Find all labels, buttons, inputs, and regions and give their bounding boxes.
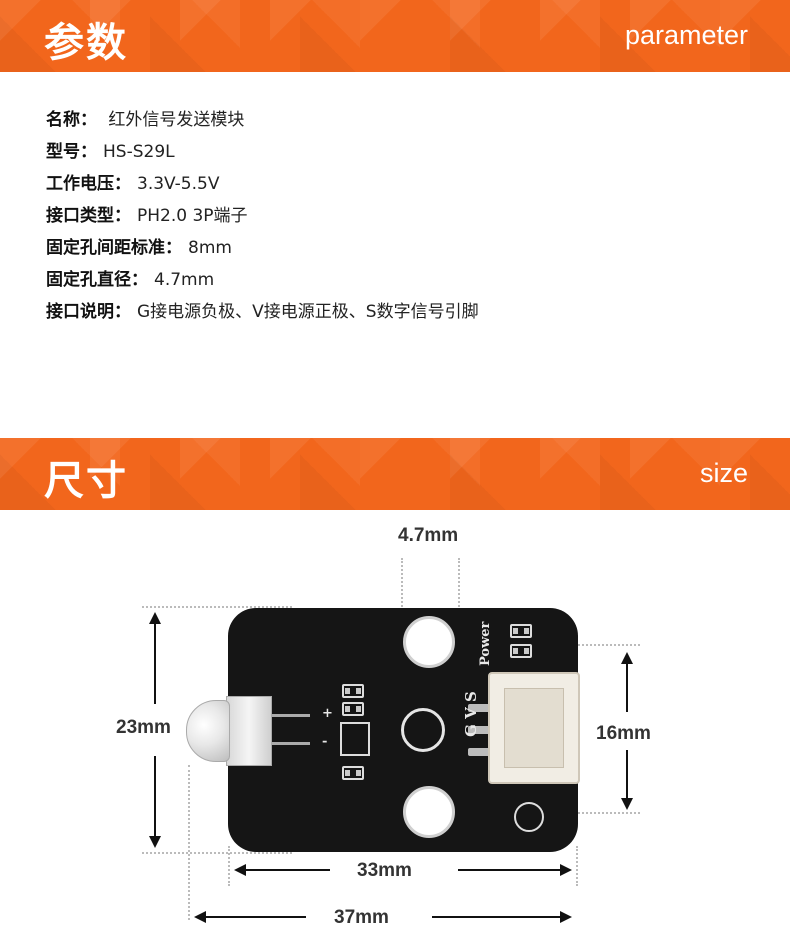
size-banner: 尺寸 size — [0, 438, 790, 510]
parameter-list: 名称： 红外信号发送模块 型号：HS-S29L 工作电压：3.3V-5.5V 接… — [46, 104, 479, 328]
height-arrow-down — [149, 836, 161, 848]
plus-silkscreen: + — [322, 706, 333, 721]
board-width-guide-left — [228, 846, 230, 886]
board-width-line-right — [458, 869, 562, 871]
led-lead-1 — [270, 714, 310, 717]
mounting-hole-top — [403, 616, 455, 668]
parameter-banner: 参数 parameter — [0, 0, 790, 72]
board-width-line-left — [246, 869, 330, 871]
connector-pin-g — [468, 748, 492, 756]
height-guide-bottom — [142, 852, 292, 854]
mounting-hole-bottom — [403, 786, 455, 838]
board-width-arrow-right — [560, 864, 572, 876]
height-label: 23mm — [116, 717, 171, 738]
board-width-guide-right — [576, 846, 578, 886]
param-row-hole-spacing: 固定孔间距标准：8mm — [46, 238, 232, 258]
hole-diameter-guide-right — [458, 558, 460, 646]
param-row-voltage: 工作电压：3.3V-5.5V — [46, 174, 220, 194]
connector-pin-s — [468, 704, 492, 712]
height-guide-top — [142, 606, 292, 608]
led-lead-2 — [270, 742, 310, 745]
pin-silkscreen: G V S — [461, 691, 480, 737]
parameter-subtitle: parameter — [624, 20, 748, 50]
param-row-interface-desc: 接口说明：G接电源负极、V接电源正极、S数字信号引脚 — [46, 302, 479, 322]
power-silkscreen: Power — [478, 621, 493, 666]
total-width-guide-left — [188, 765, 190, 920]
minus-silkscreen: - — [322, 734, 328, 749]
param-row-model: 型号：HS-S29L — [46, 142, 175, 162]
smd-resistor-2 — [342, 702, 364, 716]
smd-led-1 — [510, 624, 532, 638]
spacing-arrow-down — [621, 798, 633, 810]
param-row-name: 名称： 红外信号发送模块 — [46, 110, 245, 130]
spacing-label: 16mm — [596, 723, 651, 744]
height-line-top — [154, 622, 156, 704]
ir-led-base — [226, 696, 272, 766]
ph2-connector — [488, 672, 580, 784]
hole-diameter-guide-left — [401, 558, 403, 646]
height-line-bottom — [154, 756, 156, 838]
param-row-hole-diameter: 固定孔直径：4.7mm — [46, 270, 215, 290]
infrared-logo-icon — [401, 708, 445, 752]
spacing-line-bottom — [626, 750, 628, 798]
connector-pin-v — [468, 726, 492, 734]
parameter-title: 参数 — [44, 20, 128, 66]
size-title: 尺寸 — [44, 458, 128, 504]
power-symbol-icon — [514, 802, 544, 832]
total-width-line-left — [206, 916, 306, 918]
spacing-line-top — [626, 662, 628, 712]
height-arrow-up — [149, 612, 161, 624]
board-width-arrow-left — [234, 864, 246, 876]
hole-diameter-label: 4.7mm — [398, 525, 459, 546]
spacing-arrow-up — [621, 652, 633, 664]
total-width-arrow-left — [194, 911, 206, 923]
transistor-chip — [340, 722, 370, 756]
total-width-arrow-right — [560, 911, 572, 923]
smd-led-2 — [510, 644, 532, 658]
smd-resistor-1 — [342, 684, 364, 698]
connector-housing — [504, 688, 564, 768]
board-width-label: 33mm — [357, 860, 412, 881]
total-width-line-right — [432, 916, 560, 918]
size-subtitle: size — [699, 458, 748, 488]
param-row-interface: 接口类型：PH2.0 3P端子 — [46, 206, 248, 226]
total-width-label: 37mm — [334, 907, 389, 928]
smd-resistor-3 — [342, 766, 364, 780]
ir-led-icon — [186, 700, 230, 762]
